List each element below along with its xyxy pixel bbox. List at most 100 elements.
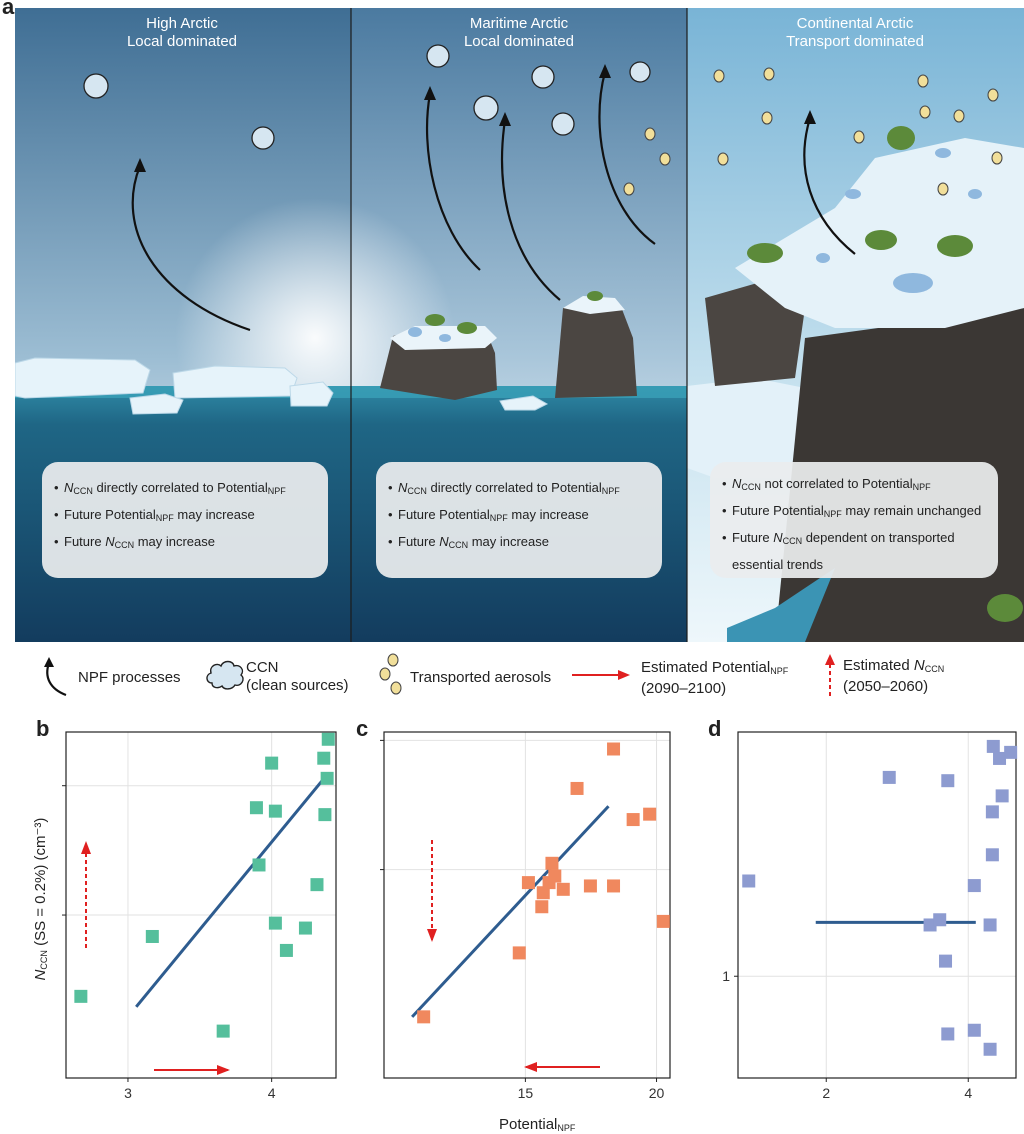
- legend-nccn-sub: CCN: [924, 664, 945, 674]
- data-point: [941, 774, 955, 788]
- panel-d-letter: d: [708, 716, 722, 741]
- data-point: [995, 789, 1009, 803]
- scatter-plot-b: 3423: [62, 731, 337, 1101]
- arrow-head: [217, 1065, 230, 1075]
- legend-nccn-line1: Estimated: [843, 657, 914, 674]
- data-point: [268, 804, 282, 818]
- data-point: [967, 1023, 981, 1037]
- region-title-maritime-arctic: Maritime Arctic Local dominated: [389, 15, 649, 51]
- info-box-continental-arctic: •NCCN not correlated to PotentialNPF •Fu…: [710, 462, 998, 578]
- data-point: [310, 878, 324, 892]
- data-point: [983, 1042, 997, 1056]
- x-tick-label: 2: [822, 1085, 830, 1101]
- y-axis-label-b: NCCN (SS = 0.2%) (cm⁻³): [32, 817, 49, 981]
- region-title-continental-arctic: Continental Arctic Transport dominated: [725, 15, 985, 51]
- data-point: [933, 913, 947, 927]
- x-tick-label: 3: [124, 1085, 132, 1101]
- data-point: [249, 801, 263, 815]
- data-point: [279, 943, 293, 957]
- scatter-plot-d: 2 4 1: [722, 731, 1018, 1101]
- bullet-row: essential trends: [732, 557, 824, 572]
- plot-frame: [383, 731, 671, 1079]
- data-point: [626, 813, 640, 827]
- bullet-row: •NCCN directly correlated to PotentialNP…: [54, 480, 286, 496]
- info-box-maritime-arctic: •NCCN directly correlated to PotentialNP…: [376, 462, 662, 578]
- x-tick-label: 4: [964, 1085, 972, 1101]
- data-point: [74, 989, 88, 1003]
- data-point: [265, 756, 279, 770]
- data-point: [967, 879, 981, 893]
- bullet-row: •Future PotentialNPF may remain unchange…: [722, 503, 982, 519]
- data-point: [882, 770, 896, 784]
- arrow-head: [81, 841, 91, 854]
- estimated-potential-arrow-icon: [572, 670, 630, 680]
- data-point: [268, 916, 282, 930]
- legend-nccn-label: Estimated NCCN (2050–2060): [843, 657, 944, 696]
- region-title-line2: Local dominated: [126, 33, 238, 50]
- panel-b-letter: b: [36, 716, 50, 741]
- bullet-row: •Future NCCN may increase: [388, 534, 549, 550]
- region-title-line2: Transport dominated: [786, 33, 924, 50]
- bullet-row: •NCCN directly correlated to PotentialNP…: [388, 480, 620, 496]
- info-box-high-arctic: •NCCN directly correlated to PotentialNP…: [42, 462, 328, 578]
- x-tick-label: 4: [268, 1085, 276, 1101]
- data-point: [570, 781, 584, 795]
- data-point: [320, 771, 334, 785]
- panel-a-letter: a: [2, 0, 15, 19]
- x-tick-label: 20: [649, 1085, 665, 1101]
- data-point: [983, 918, 997, 932]
- x-axis-label-c: PotentialNPF: [499, 1116, 576, 1133]
- legend-potential-sub: NPF: [770, 666, 789, 676]
- bullet-row: •Future NCCN dependent on transported: [722, 530, 955, 546]
- legend-nccn-line2: (2050–2060): [843, 678, 929, 695]
- arrow-head: [427, 929, 437, 942]
- legend-ccn-line2: (clean sources): [246, 677, 349, 694]
- data-point: [985, 805, 999, 819]
- data-point: [986, 739, 1000, 753]
- legend-npf-label: NPF processes: [78, 669, 181, 686]
- bullet-row: •NCCN not correlated to PotentialNPF: [722, 476, 931, 492]
- data-point: [643, 807, 657, 821]
- data-point: [535, 900, 549, 914]
- arrow-head: [524, 1062, 537, 1072]
- legend-aerosols-label: Transported aerosols: [410, 669, 552, 686]
- data-point: [252, 858, 266, 872]
- region-title-high-arctic: High Arctic Local dominated: [52, 15, 312, 51]
- bullet-row: •Future PotentialNPF may increase: [388, 507, 589, 523]
- data-point: [985, 848, 999, 862]
- data-point: [512, 946, 526, 960]
- scatter-plot-c: 15205075: [380, 731, 671, 1101]
- data-point: [545, 856, 559, 870]
- plot-frame: [65, 731, 337, 1079]
- x-tick-label: 15: [518, 1085, 534, 1101]
- data-point: [318, 808, 332, 822]
- legend-nccn-n: N: [913, 657, 925, 674]
- data-point: [607, 742, 621, 756]
- regression-line: [411, 805, 610, 1018]
- bullet-row: •Future NCCN may increase: [54, 534, 215, 550]
- data-point: [321, 732, 335, 746]
- panel-c-letter: c: [356, 716, 369, 741]
- data-point: [607, 879, 621, 893]
- region-title-line1: High Arctic: [146, 15, 218, 32]
- regression-line: [135, 776, 327, 1008]
- transported-aerosols-icon: [379, 653, 402, 695]
- data-point: [216, 1024, 230, 1038]
- legend-potential-line1: Estimated Potential: [641, 659, 771, 676]
- bullet-row: •Future PotentialNPF may increase: [54, 507, 255, 523]
- legend-ccn-label: CCN (clean sources): [246, 659, 349, 695]
- legend-potential-label: Estimated PotentialNPF (2090–2100): [641, 659, 788, 698]
- region-title-line1: Maritime Arctic: [469, 15, 569, 32]
- legend-potential-line2: (2090–2100): [641, 680, 727, 697]
- data-point: [521, 876, 535, 890]
- legend-ccn-line1: CCN: [246, 659, 279, 676]
- y-tick-label: 1: [722, 968, 730, 984]
- data-point: [583, 879, 597, 893]
- data-point: [548, 869, 562, 883]
- data-point: [742, 874, 756, 888]
- data-point: [417, 1010, 431, 1024]
- data-point: [536, 886, 550, 900]
- plot-frame: [737, 731, 1017, 1079]
- estimated-nccn-arrow-icon: [825, 654, 835, 696]
- data-point: [556, 882, 570, 896]
